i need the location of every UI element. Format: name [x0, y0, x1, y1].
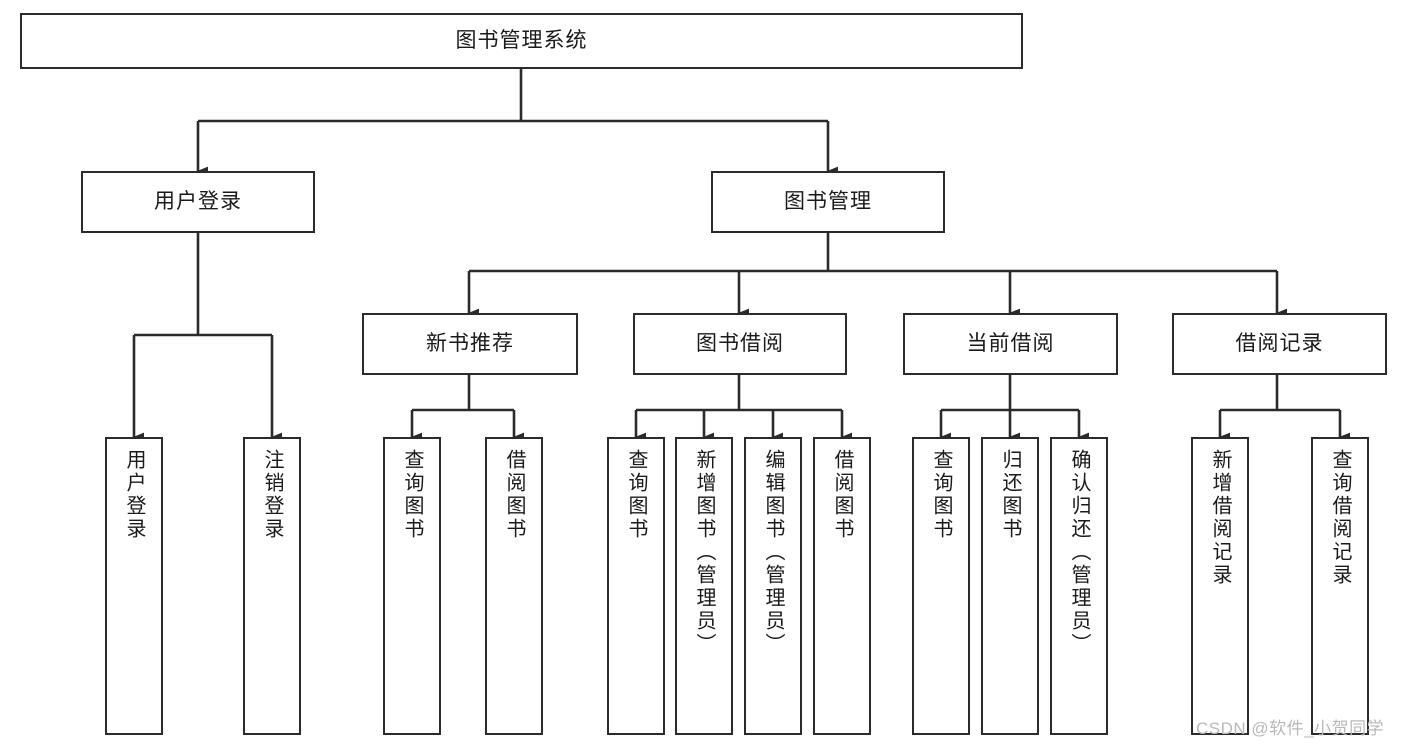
node-leaf-add-book[interactable]: 新增图书（管理员）	[675, 437, 733, 735]
node-label: 归还图书	[999, 449, 1021, 541]
node-book-manage[interactable]: 图书管理	[711, 171, 945, 233]
node-current-borrow[interactable]: 当前借阅	[903, 313, 1118, 375]
node-label: 图书借阅	[696, 331, 784, 355]
node-label: 查询图书	[930, 449, 952, 541]
node-new-book-recommend[interactable]: 新书推荐	[362, 313, 578, 375]
node-leaf-query-book-borrow[interactable]: 查询图书	[607, 437, 665, 735]
node-root-system[interactable]: 图书管理系统	[20, 13, 1023, 69]
node-label: 当前借阅	[966, 331, 1055, 355]
node-leaf-user-login[interactable]: 用户登录	[105, 437, 163, 735]
node-leaf-return-book[interactable]: 归还图书	[981, 437, 1039, 735]
node-leaf-add-borrow-record[interactable]: 新增借阅记录	[1191, 437, 1249, 735]
node-leaf-confirm-return[interactable]: 确认归还（管理员）	[1050, 437, 1108, 735]
node-label: 查询图书	[401, 449, 423, 541]
node-user-login[interactable]: 用户登录	[81, 171, 315, 233]
node-label: 确认归还（管理员）	[1068, 449, 1090, 656]
node-book-borrow[interactable]: 图书借阅	[633, 313, 847, 375]
node-label: 借阅图书	[831, 449, 853, 541]
node-label: 用户登录	[154, 189, 242, 213]
node-label: 新增图书（管理员）	[693, 449, 715, 656]
node-label: 图书管理	[784, 189, 872, 213]
node-label: 查询图书	[625, 449, 647, 541]
node-leaf-query-borrow-record[interactable]: 查询借阅记录	[1311, 437, 1369, 735]
node-label: 借阅图书	[503, 449, 525, 541]
node-label: 用户登录	[123, 449, 145, 541]
node-leaf-edit-book[interactable]: 编辑图书（管理员）	[744, 437, 802, 735]
node-leaf-borrow-book-recommend[interactable]: 借阅图书	[485, 437, 543, 735]
node-leaf-borrow-book[interactable]: 借阅图书	[813, 437, 871, 735]
node-label: 图书管理系统	[455, 28, 588, 52]
node-leaf-query-book-recommend[interactable]: 查询图书	[383, 437, 441, 735]
node-label: 新书推荐	[426, 331, 514, 355]
node-borrow-record[interactable]: 借阅记录	[1172, 313, 1387, 375]
node-label: 查询借阅记录	[1329, 449, 1351, 587]
node-label: 注销登录	[261, 449, 283, 541]
node-leaf-logout[interactable]: 注销登录	[243, 437, 301, 735]
node-label: 编辑图书（管理员）	[762, 449, 784, 656]
node-label: 借阅记录	[1235, 331, 1324, 355]
csdn-watermark: CSDN @软件_小贺同学	[1196, 719, 1385, 738]
node-leaf-query-book-current[interactable]: 查询图书	[912, 437, 970, 735]
node-label: 新增借阅记录	[1209, 449, 1231, 587]
